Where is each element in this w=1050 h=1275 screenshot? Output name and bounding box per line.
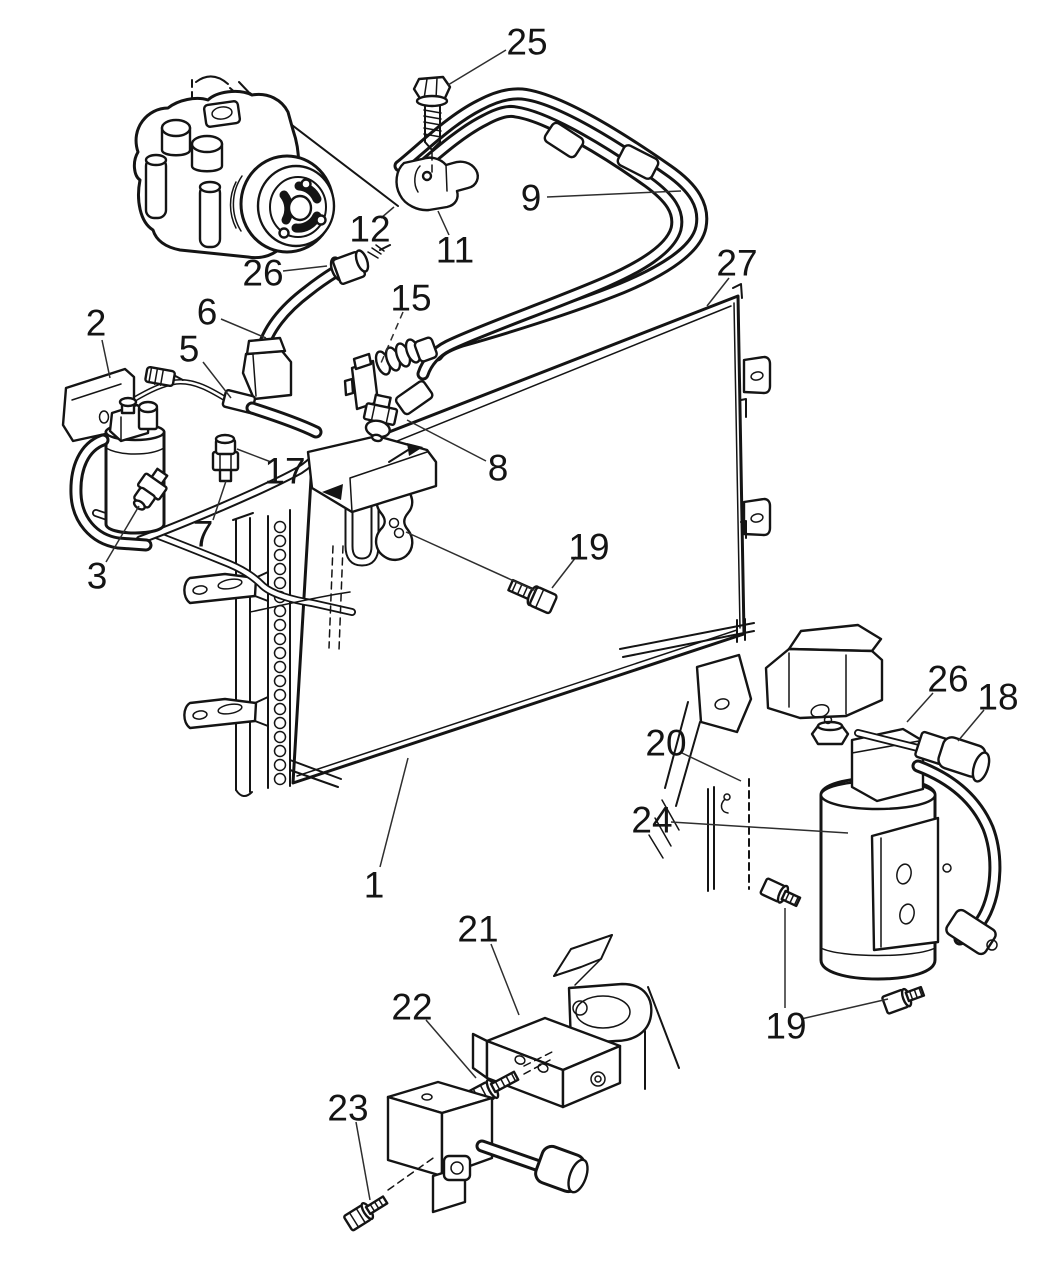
bolt-19-left [759,877,802,908]
bolt-19-condenser [507,578,558,615]
callout-label-19-bottom: 19 [765,1006,806,1047]
leader-line-27 [706,277,730,307]
leader-line-11 [437,210,450,236]
callout-label-27: 27 [716,243,757,284]
leader-line-6 [220,318,267,339]
service-valve-7 [211,433,240,483]
callout-label-2: 2 [86,303,107,344]
bolt-25 [412,75,452,177]
leader-line-19-mid [405,531,537,592]
leader-line-19-bottom [800,998,889,1020]
leader-line-20 [681,752,742,782]
callout-label-11: 11 [436,230,474,271]
refrigerant-hoses-9 [393,87,709,381]
leader-line-2 [101,339,111,379]
callout-label-7: 7 [193,514,214,555]
callout-label-21: 21 [457,909,498,950]
manifold-fitting-group [306,336,438,514]
leader-line-15 [380,311,404,364]
leader-line-26-right [906,692,934,723]
leader-line-1 [379,757,409,868]
callout-label-24: 24 [631,800,672,841]
callout-label-18: 18 [977,677,1018,718]
condenser-tabs [740,355,772,539]
callout-label-8: 8 [488,448,509,489]
leader-line-12 [380,206,395,219]
receiver-drier-left [61,367,169,552]
callout-label-25: 25 [506,22,547,63]
compressor [132,89,336,260]
compressor-ports [144,100,242,249]
leader-line-25 [447,49,507,86]
leader-line-17 [236,448,272,463]
callout-label-3: 3 [87,556,108,597]
condenser-brackets [183,571,269,730]
leader-line-8 [406,419,487,462]
leader-line-9 [546,190,682,198]
callout-label-12: 12 [349,209,390,250]
callout-label-22: 22 [391,987,432,1028]
accumulator-bracket [764,647,884,720]
condenser-side-channel [232,509,342,797]
leader-line-23 [355,1121,371,1201]
leader-line-21 [490,943,520,1016]
expansion-valve-group [343,1016,622,1232]
callout-label-23: 23 [327,1088,368,1129]
hose-ferrule [394,380,434,416]
callout-label-9: 9 [521,178,542,219]
callout-label-19-mid: 19 [568,527,609,568]
hose-clamp-11 [395,156,479,212]
drier-valve-3 [132,467,169,511]
liquid-line-group [130,244,391,439]
callout-label-15: 15 [390,278,431,319]
threaded-stud-fitting [144,365,184,388]
bracket-20 [695,653,753,734]
callout-label-6: 6 [197,292,218,333]
leader-line-3 [105,505,140,563]
leader-line-26-top [282,265,328,272]
hose-ferrule [543,121,585,159]
bolt-19-bottom [881,985,926,1015]
fitting-26-compressor [329,244,391,286]
callout-label-26-right: 26 [927,659,968,700]
hose-elbow-end [945,908,997,956]
hose-ferrule [616,144,660,180]
callout-label-20: 20 [645,723,686,764]
callout-label-26-top: 26 [242,253,283,294]
callout-label-5: 5 [179,329,200,370]
frame-sketch-bottom [553,934,680,1090]
leader-line-7 [212,480,227,521]
body-frame-sketch-right [619,618,755,892]
leader-line-5 [202,361,232,399]
bolt-23 [343,1195,389,1232]
service-valve-8 [362,393,399,443]
elbow-fitting-6 [241,336,293,401]
flow-arrow-icon [407,443,423,456]
leader-line-24 [670,821,849,834]
compressor-pulley [229,154,336,254]
leader-line-19-mid [551,556,577,589]
accumulator-group [759,623,1002,1015]
flow-arrow-icon [322,484,343,500]
condenser-corner-stub [732,283,743,299]
fitting-18 [914,730,991,783]
leader-line-18 [957,709,985,742]
leader-line-22 [425,1019,477,1079]
callout-label-17: 17 [264,451,305,492]
boot-fitting-15 [374,336,438,376]
condenser [183,283,772,797]
callout-label-1: 1 [364,865,385,906]
